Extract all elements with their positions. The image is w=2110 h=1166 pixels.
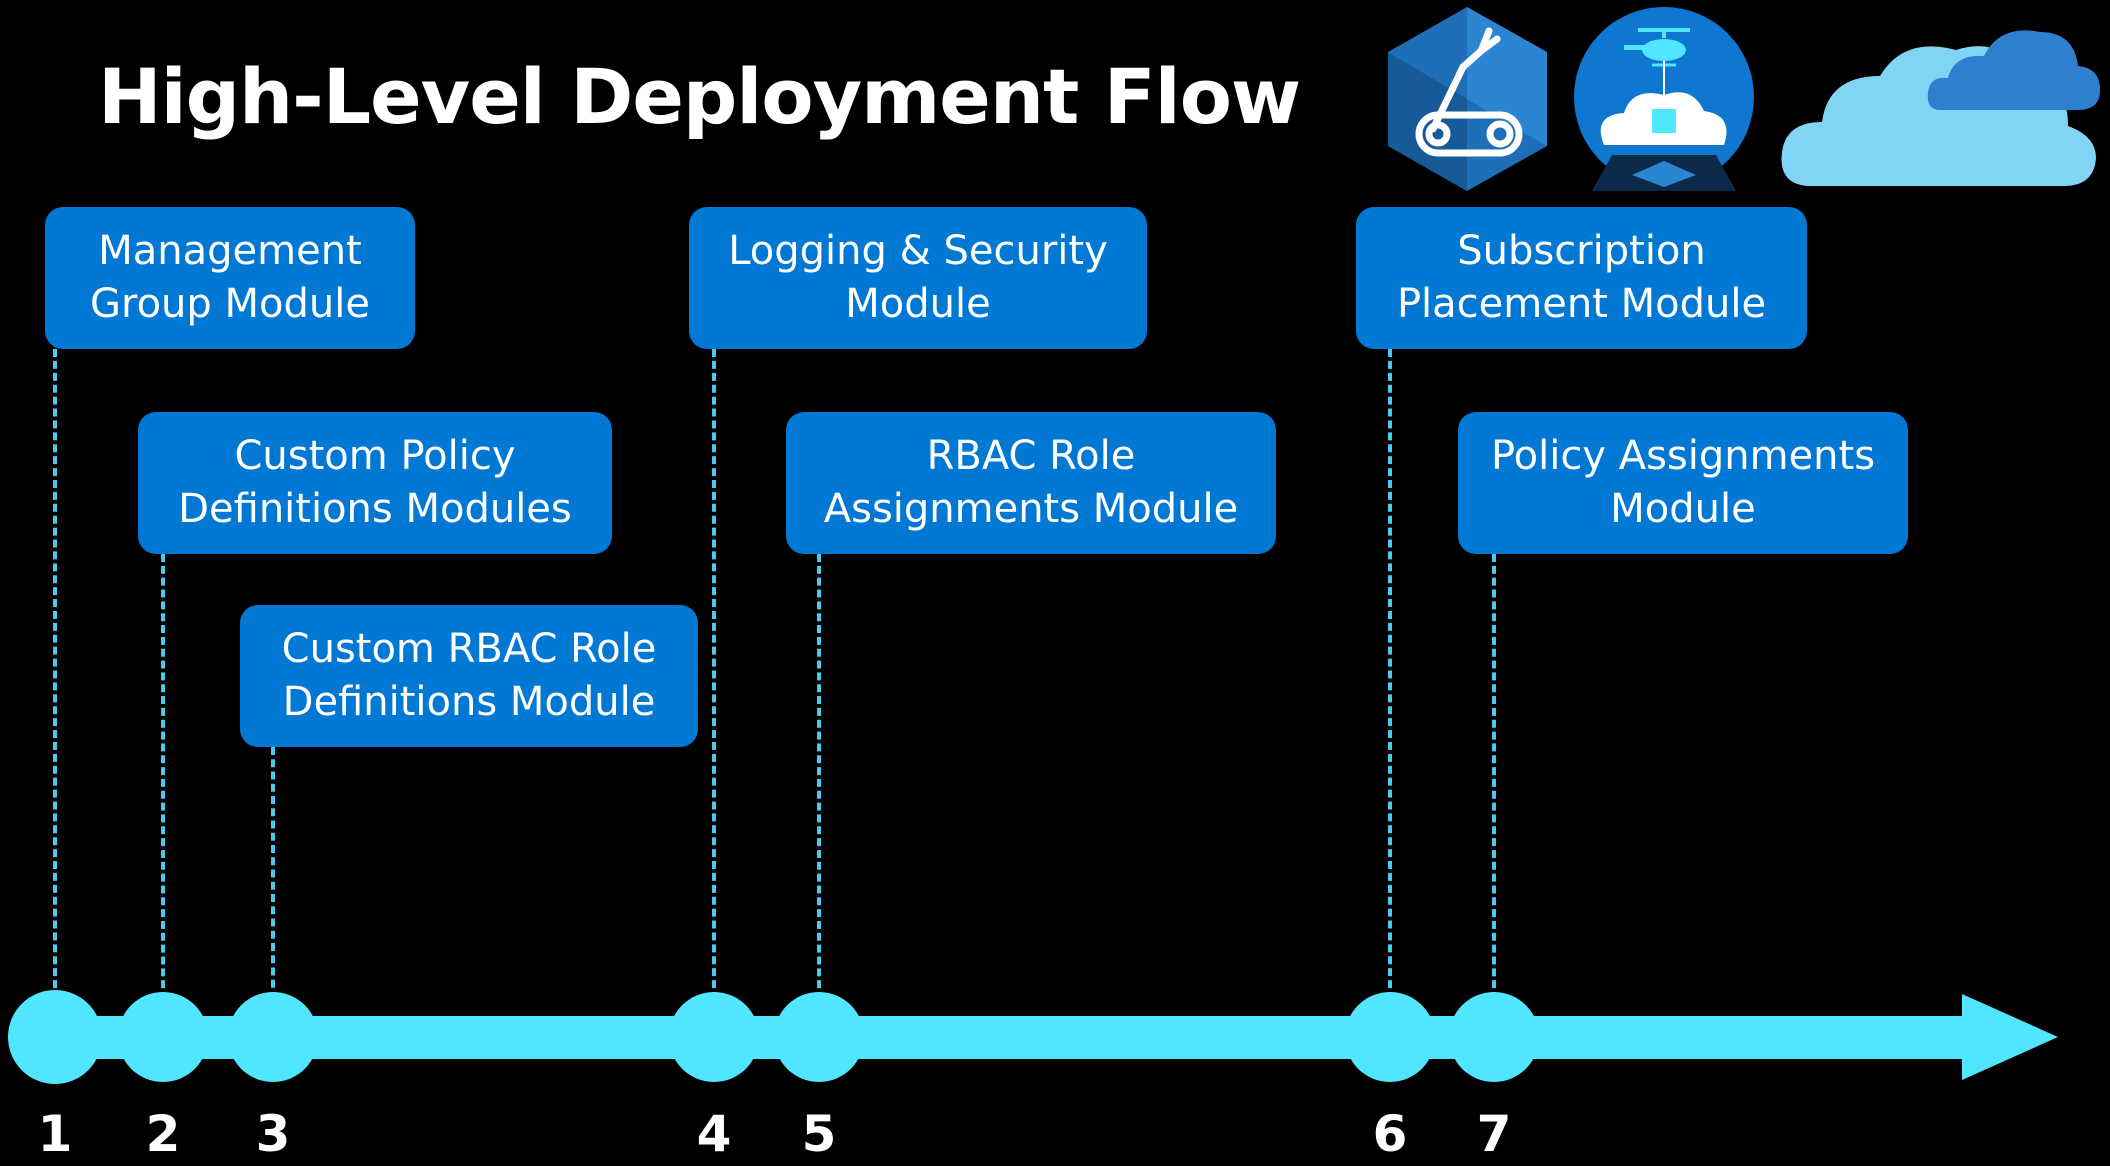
timeline-node-6 <box>1345 992 1435 1082</box>
connector-line-4 <box>712 349 716 1000</box>
connector-line-5 <box>817 554 821 1000</box>
step-number-3: 3 <box>255 1105 291 1163</box>
connector-line-1 <box>53 349 57 1000</box>
module-rbac-role-assignments: RBAC Role Assignments Module <box>786 412 1276 554</box>
timeline-node-2 <box>118 992 208 1082</box>
timeline-node-3 <box>228 992 318 1082</box>
timeline-node-1 <box>8 990 102 1084</box>
timeline-node-4 <box>669 992 759 1082</box>
timeline-node-5 <box>774 992 864 1082</box>
page-title: High-Level Deployment Flow <box>98 52 1301 141</box>
step-number-2: 2 <box>145 1105 181 1163</box>
connector-line-2 <box>161 554 165 1000</box>
helicopter-cloud-deploy-icon <box>1574 7 1754 191</box>
connector-line-3 <box>271 747 275 1000</box>
module-logging-security: Logging & Security Module <box>689 207 1147 349</box>
module-custom-policy-definitions: Custom Policy Definitions Modules <box>138 412 612 554</box>
timeline-bar <box>40 1016 1965 1059</box>
step-number-4: 4 <box>696 1105 732 1163</box>
timeline-node-7 <box>1449 992 1539 1082</box>
step-number-5: 5 <box>801 1105 837 1163</box>
module-subscription-placement: Subscription Placement Module <box>1356 207 1807 349</box>
step-number-6: 6 <box>1372 1105 1408 1163</box>
connector-line-6 <box>1388 349 1392 1000</box>
module-custom-rbac-role-definitions: Custom RBAC Role Definitions Module <box>240 605 698 747</box>
connector-line-7 <box>1492 554 1496 1000</box>
module-policy-assignments: Policy Assignments Module <box>1458 412 1908 554</box>
timeline-arrow <box>8 990 2058 1084</box>
cloud-icon <box>1781 30 2100 186</box>
module-management-group: Management Group Module <box>45 207 415 349</box>
blueprints-robot-arm-icon <box>1388 7 1547 191</box>
step-number-7: 7 <box>1476 1105 1512 1163</box>
timeline-arrowhead <box>1962 994 2058 1080</box>
step-number-1: 1 <box>37 1105 73 1163</box>
